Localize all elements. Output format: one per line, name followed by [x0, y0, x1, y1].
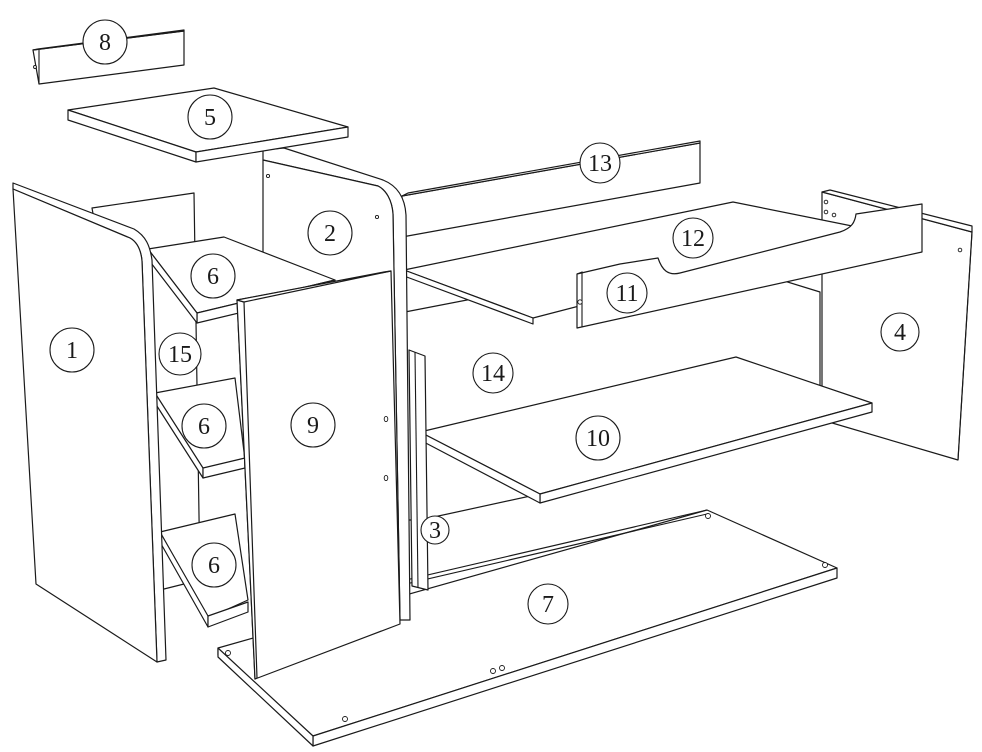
label-circle: [672, 217, 714, 259]
label-circle: [579, 142, 621, 184]
part-label-13: 13: [579, 142, 621, 184]
label-circle: [472, 352, 514, 394]
part-1-left-side-panel: [12, 182, 167, 663]
label-number: 9: [307, 413, 319, 439]
label-number: 3: [429, 518, 441, 544]
part-12-top-shelf: [403, 201, 873, 325]
label-number: 4: [894, 320, 906, 346]
part-label-10: 10: [575, 415, 621, 461]
label-number: 14: [481, 361, 505, 387]
label-number: 2: [324, 221, 336, 247]
label-number: 8: [99, 30, 111, 56]
label-number: 7: [542, 592, 554, 618]
label-circle: [420, 515, 450, 545]
part-label-5: 5: [187, 94, 233, 140]
label-number: 1: [66, 338, 78, 364]
part-label-1: 1: [49, 327, 95, 373]
part-label-9: 9: [290, 402, 336, 448]
part-label-15: 15: [158, 332, 202, 376]
label-circle: [527, 583, 569, 625]
part-label-14: 14: [472, 352, 514, 394]
part-label-3: 3: [420, 515, 450, 545]
label-circle: [187, 94, 233, 140]
part-label-6b: 6: [181, 403, 227, 449]
part-label-8: 8: [82, 19, 128, 65]
label-number: 5: [204, 105, 216, 131]
part-11-front-rail: [576, 203, 923, 329]
label-number: 6: [198, 414, 210, 440]
label-number: 15: [168, 342, 192, 368]
part-label-6c: 6: [191, 542, 237, 588]
label-number: 6: [208, 553, 220, 579]
part-label-7: 7: [527, 583, 569, 625]
label-circle: [158, 332, 202, 376]
part-label-2: 2: [307, 210, 353, 256]
label-circle: [290, 402, 336, 448]
part-10-middle-shelf: [419, 356, 873, 504]
label-circle: [82, 19, 128, 65]
part-label-12: 12: [672, 217, 714, 259]
label-circle: [49, 327, 95, 373]
part-label-11: 11: [606, 272, 648, 314]
part-7-base-panel: [217, 509, 838, 747]
label-circle: [307, 210, 353, 256]
label-number: 6: [207, 264, 219, 290]
label-circle: [880, 312, 920, 352]
part-3-vertical-divider: [408, 349, 429, 591]
label-number: 13: [588, 151, 612, 177]
label-number: 12: [681, 226, 705, 252]
part-9-door-panel: [236, 270, 401, 680]
label-number: 11: [615, 281, 638, 307]
label-circle: [606, 272, 648, 314]
label-circle: [190, 253, 236, 299]
label-circle: [181, 403, 227, 449]
part-label-4: 4: [880, 312, 920, 352]
label-number: 10: [586, 426, 610, 452]
label-circle: [575, 415, 621, 461]
part-label-6a: 6: [190, 253, 236, 299]
label-circle: [191, 542, 237, 588]
